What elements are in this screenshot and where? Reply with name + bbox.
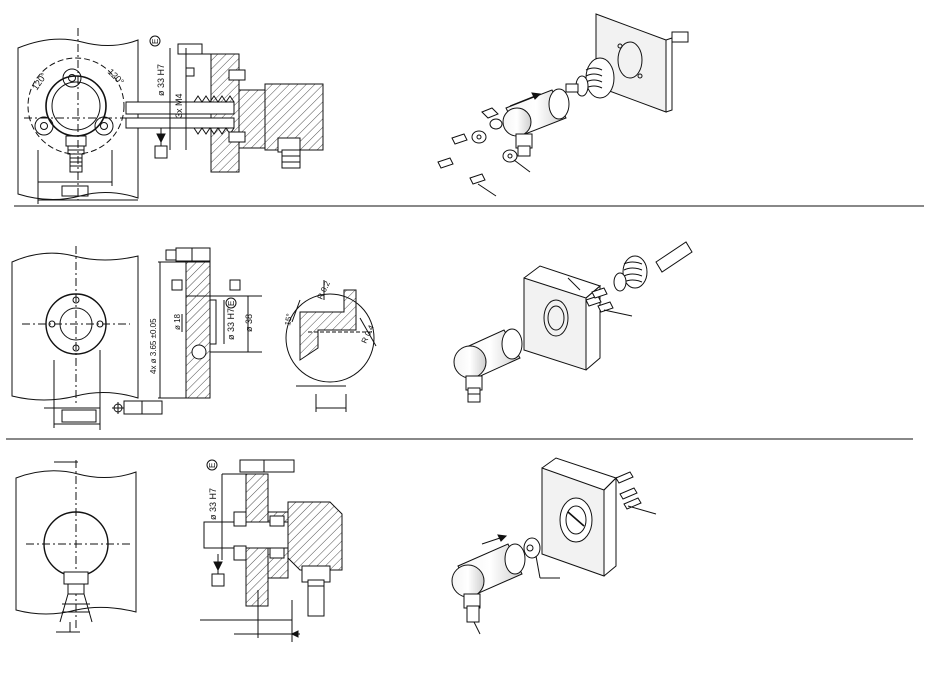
dim-dia-33-h7: ø 33 H7: [156, 64, 166, 96]
panel3-exploded-view: [452, 458, 656, 634]
panel-2: 4x ø 3.65 ±0.05 ø 18 ø 33 H7 E ø 38 15° …: [12, 242, 692, 430]
dim-angle-15: 15°: [283, 313, 294, 326]
panel2-exploded-view: [454, 242, 692, 402]
panel-1: 120° 120° ø 33 H7 E: [18, 14, 688, 204]
e-mark-3: E: [208, 463, 217, 468]
panel1-exploded-view: [438, 14, 688, 196]
e-mark-1: E: [151, 39, 160, 44]
dim-dia-33-h7-2: ø 33 H7: [226, 308, 236, 340]
e-mark-2: E: [227, 301, 236, 306]
angle-label-right: 120°: [106, 67, 127, 88]
panel2-front-view: [12, 246, 162, 430]
dim-holes: 4x ø 3.65 ±0.05: [149, 318, 158, 374]
panel3-front-view: [16, 460, 136, 632]
dim-thread-m4: 3x M4: [174, 93, 184, 118]
panel2-detail-view: [286, 280, 376, 412]
dim-dia-33-h7-3: ø 33 H7: [208, 488, 218, 520]
panel-3: ø 33 H7 E: [16, 458, 656, 642]
panel1-section-view: [126, 44, 323, 172]
panel1-front-view: [18, 28, 138, 204]
angle-label-left: 120°: [30, 71, 49, 92]
dim-dia-18: ø 18: [173, 313, 182, 330]
dim-dia-38: ø 38: [244, 314, 254, 332]
dim-radius-02: R 0.2: [316, 279, 332, 301]
panel3-section-view: [200, 460, 342, 642]
